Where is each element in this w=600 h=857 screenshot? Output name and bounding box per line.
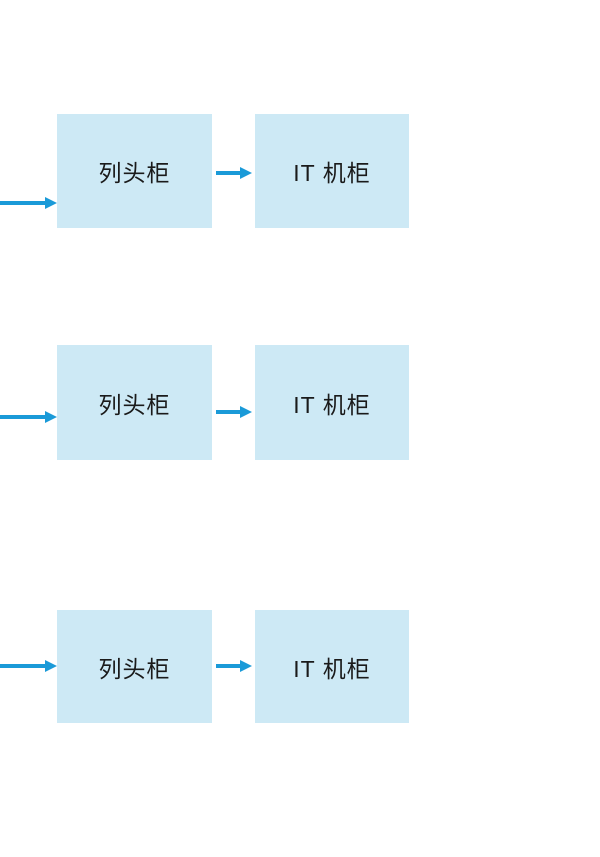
flow-arrow xyxy=(216,406,252,418)
target-box-label: IT 机柜 xyxy=(293,655,371,682)
flow-arrow xyxy=(216,167,252,179)
source-box: 列头柜 xyxy=(57,114,212,228)
source-box: 列头柜 xyxy=(57,345,212,460)
target-box: IT 机柜 xyxy=(255,345,409,460)
source-box-label: 列头柜 xyxy=(98,160,171,186)
input-arrow xyxy=(0,411,57,423)
target-box-label: IT 机柜 xyxy=(293,160,371,186)
source-box-label: 列头柜 xyxy=(98,655,171,682)
input-arrow xyxy=(0,197,57,209)
target-box-label: IT 机柜 xyxy=(293,391,371,418)
source-box: 列头柜 xyxy=(57,610,212,723)
input-arrow xyxy=(0,660,57,672)
target-box: IT 机柜 xyxy=(255,114,409,228)
flow-arrow xyxy=(216,660,252,672)
target-box: IT 机柜 xyxy=(255,610,409,723)
source-box-label: 列头柜 xyxy=(98,391,171,418)
